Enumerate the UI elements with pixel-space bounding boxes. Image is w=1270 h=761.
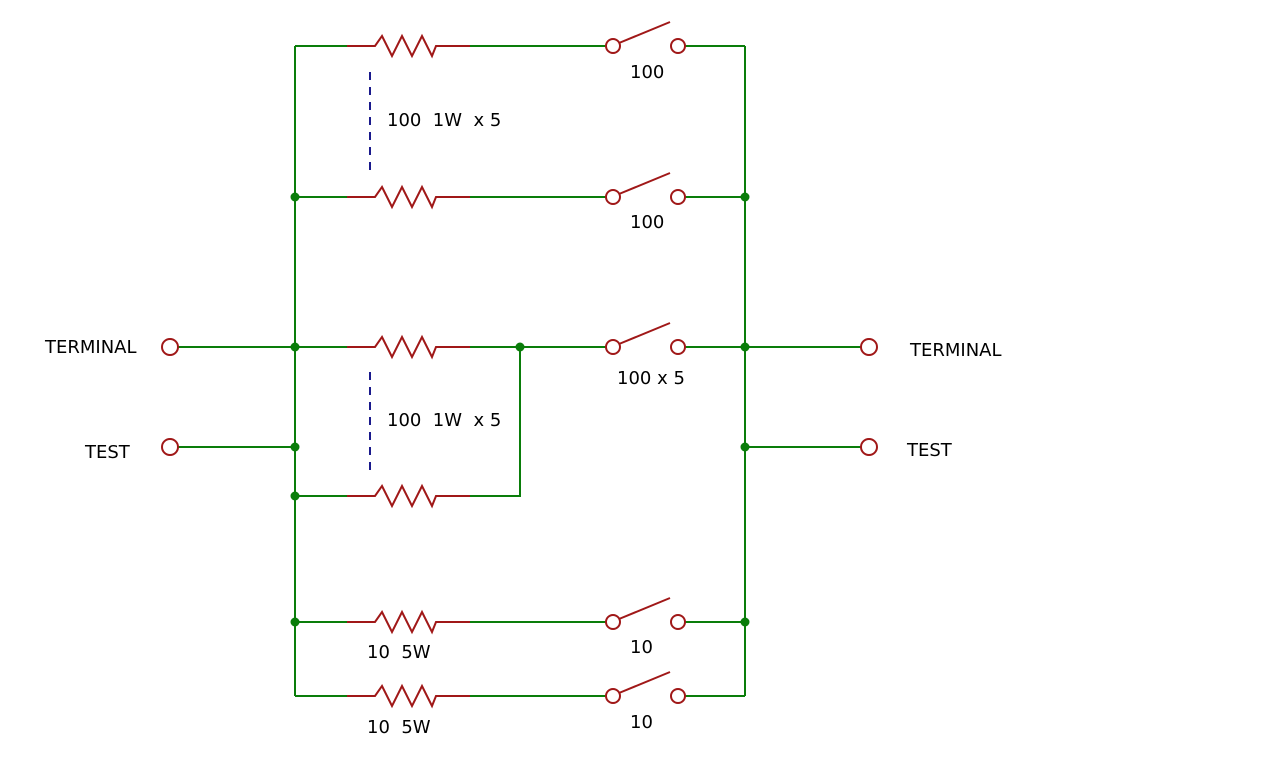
switch-row5-label: 10 [630,637,653,658]
switches [605,21,686,704]
left-test-connector [161,438,179,456]
junction-dot [290,192,300,202]
junction-dot [740,192,750,202]
group-top-label: 100 1W x 5 [387,110,501,131]
switch-row6 [605,671,686,704]
resistor-row5-label: 10 5W [367,642,431,663]
junctions [290,192,750,627]
row4-return-wire [470,347,521,497]
right-terminal-connector [860,338,878,356]
resistor-row5 [347,609,470,635]
left-test-label: TEST [84,442,131,463]
terminal-connectors [161,338,878,456]
junction-dot [290,617,300,627]
switch-row2-label: 100 [630,212,664,233]
left-terminal-connector [161,338,179,356]
wires [177,45,862,697]
junction-dot [290,442,300,452]
junction-dot [290,342,300,352]
junction-dot [740,442,750,452]
switch-row1 [605,21,686,54]
right-test-connector [860,438,878,456]
resistor-row4 [347,483,470,509]
resistor-row6 [347,683,470,709]
switch-row2 [605,172,686,205]
switch-row3 [605,322,686,355]
resistor-row1 [347,33,470,59]
left-terminal-label: TERMINAL [44,337,137,358]
switch-row3-label: 100 x 5 [617,368,685,389]
resistors [347,33,470,709]
labels: TERMINAL TEST TERMINAL TEST 100 100 1W x… [44,62,1002,738]
resistor-row3 [347,334,470,360]
right-test-label: TEST [906,440,953,461]
resistor-row2 [347,184,470,210]
junction-dot [290,491,300,501]
group-mid-label: 100 1W x 5 [387,410,501,431]
switch-row5 [605,597,686,630]
switch-row6-label: 10 [630,712,653,733]
switch-row1-label: 100 [630,62,664,83]
junction-dot [740,342,750,352]
resistor-row6-label: 10 5W [367,717,431,738]
right-terminal-label: TERMINAL [909,340,1002,361]
junction-dot [515,342,525,352]
junction-dot [740,617,750,627]
